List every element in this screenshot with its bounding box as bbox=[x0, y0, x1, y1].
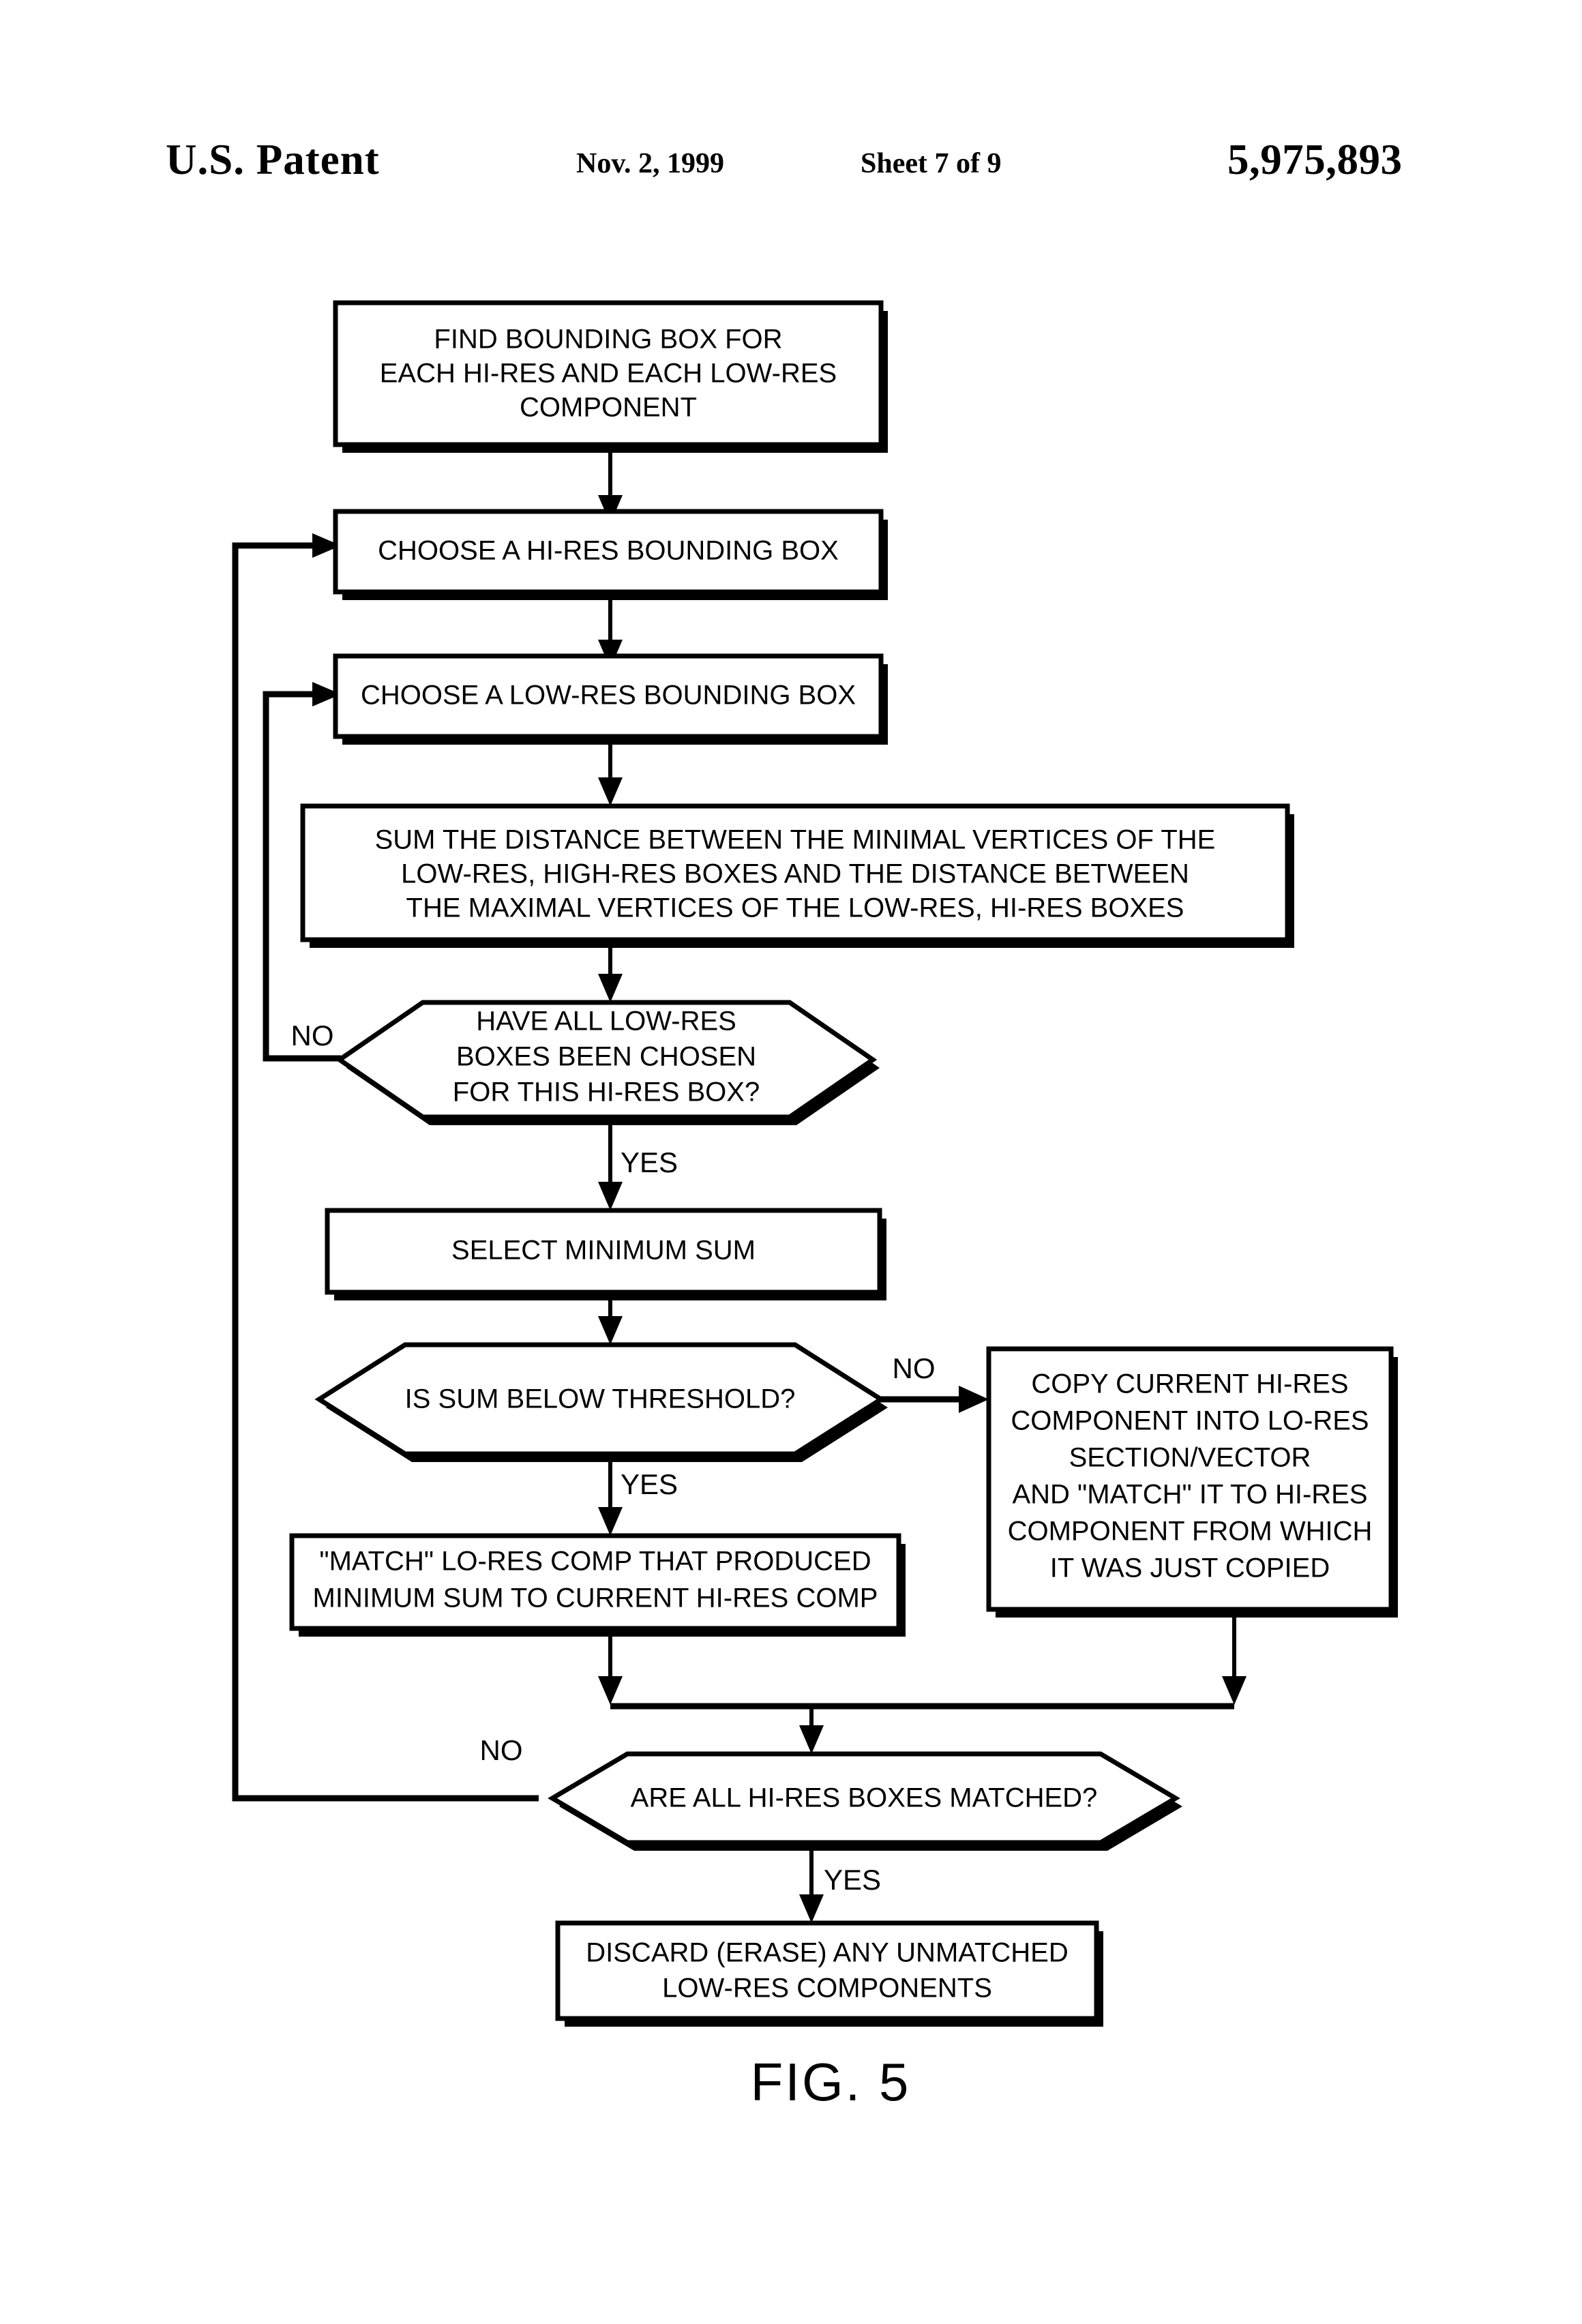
node-line: COMPONENT FROM WHICH bbox=[1008, 1517, 1373, 1547]
arrowhead-n3-n4 bbox=[598, 777, 623, 806]
arrowhead-n4-n5 bbox=[598, 974, 623, 1002]
edge-label-yes-select-min: YES bbox=[621, 1146, 678, 1178]
node-line: IS SUM BELOW THRESHOLD? bbox=[405, 1384, 796, 1414]
node-copy-current-hi-res-component[interactable]: COPY CURRENT HI-RES COMPONENT INTO LO-RE… bbox=[986, 1346, 1398, 1618]
arrowhead-n7-yes bbox=[598, 1507, 623, 1536]
patent-office-label: U.S. Patent bbox=[166, 136, 380, 183]
node-line: HAVE ALL LOW-RES bbox=[476, 1007, 736, 1037]
arrowhead-bus-n10 bbox=[799, 1725, 824, 1754]
node-box bbox=[325, 1208, 882, 1295]
patent-number: 5,975,893 bbox=[1227, 136, 1403, 183]
node-line: CHOOSE A HI-RES BOUNDING BOX bbox=[378, 536, 839, 566]
node-select-minimum-sum[interactable]: SELECT MINIMUM SUM bbox=[325, 1208, 886, 1300]
arrowhead-n10-yes bbox=[799, 1894, 824, 1923]
node-line: "MATCH" LO-RES COMP THAT PRODUCED bbox=[319, 1547, 871, 1577]
arrowhead-n9-merge bbox=[598, 1676, 623, 1705]
node-line: EACH HI-RES AND EACH LOW-RES bbox=[380, 359, 837, 389]
node-line: FOR THIS HI-RES BOX? bbox=[453, 1077, 760, 1107]
node-hexagon bbox=[314, 1342, 886, 1457]
edge-label-no-all-matched: NO bbox=[480, 1734, 523, 1766]
node-box bbox=[555, 1920, 1099, 2021]
node-line: MINIMUM SUM TO CURRENT HI-RES COMP bbox=[313, 1583, 878, 1613]
edge-n10-no-loop bbox=[232, 542, 539, 1802]
node-line: COPY CURRENT HI-RES bbox=[1031, 1369, 1348, 1399]
edge-label-yes-threshold: YES bbox=[621, 1468, 678, 1500]
node-line: COMPONENT INTO LO-RES bbox=[1011, 1406, 1369, 1436]
node-box bbox=[289, 1533, 901, 1631]
node-find-bounding-box[interactable]: FIND BOUNDING BOX FOR EACH HI-RES AND EA… bbox=[333, 300, 888, 453]
patent-date: Nov. 2, 1999 bbox=[576, 148, 725, 179]
node-choose-low-res-bounding-box[interactable]: CHOOSE A LOW-RES BOUNDING BOX bbox=[333, 653, 888, 745]
sheet-label: Sheet 7 of 9 bbox=[861, 148, 1002, 179]
figure-caption: FIG. 5 bbox=[751, 2052, 911, 2112]
arrowhead-n10-no-loop bbox=[312, 533, 341, 558]
node-box bbox=[333, 509, 884, 595]
arrowhead-n5-yes bbox=[598, 1182, 623, 1210]
node-line: ARE ALL HI-RES BOXES MATCHED? bbox=[631, 1783, 1098, 1813]
node-box bbox=[986, 1346, 1394, 1612]
edge-label-no-threshold: NO bbox=[893, 1352, 936, 1384]
node-are-all-hi-res-boxes-matched[interactable]: ARE ALL HI-RES BOXES MATCHED? bbox=[548, 1751, 1182, 1851]
edge-label-no-low-res-loop: NO bbox=[291, 1019, 334, 1052]
node-have-all-low-res-boxes-chosen[interactable]: HAVE ALL LOW-RES BOXES BEEN CHOSEN FOR T… bbox=[335, 1000, 880, 1125]
node-box bbox=[300, 803, 1290, 942]
node-box bbox=[333, 300, 884, 447]
node-discard-unmatched-low-res[interactable]: DISCARD (ERASE) ANY UNMATCHED LOW-RES CO… bbox=[555, 1920, 1103, 2027]
node-line: SUM THE DISTANCE BETWEEN THE MINIMAL VER… bbox=[375, 825, 1216, 855]
node-line: LOW-RES COMPONENTS bbox=[662, 1973, 992, 2003]
arrowhead-n5-no-loop bbox=[312, 682, 341, 706]
node-line: FIND BOUNDING BOX FOR bbox=[434, 325, 782, 355]
node-choose-hi-res-bounding-box[interactable]: CHOOSE A HI-RES BOUNDING BOX bbox=[333, 509, 888, 600]
node-line: THE MAXIMAL VERTICES OF THE LOW-RES, HI-… bbox=[406, 893, 1184, 923]
node-match-lo-res-comp[interactable]: "MATCH" LO-RES COMP THAT PRODUCED MINIMU… bbox=[289, 1533, 906, 1637]
connectors bbox=[232, 450, 1247, 1923]
node-line: AND "MATCH" IT TO HI-RES bbox=[1012, 1480, 1367, 1510]
node-line: DISCARD (ERASE) ANY UNMATCHED bbox=[586, 1938, 1069, 1968]
node-hexagon bbox=[335, 1000, 878, 1120]
node-line: CHOOSE A LOW-RES BOUNDING BOX bbox=[361, 681, 856, 711]
node-is-sum-below-threshold[interactable]: IS SUM BELOW THRESHOLD? bbox=[314, 1342, 888, 1462]
arrowhead-n6-n7 bbox=[598, 1316, 623, 1345]
node-sum-the-distance[interactable]: SUM THE DISTANCE BETWEEN THE MINIMAL VER… bbox=[300, 803, 1294, 948]
patent-header: U.S. Patent Nov. 2, 1999 Sheet 7 of 9 5,… bbox=[0, 135, 1582, 210]
node-line: SECTION/VECTOR bbox=[1069, 1443, 1311, 1473]
node-line: BOXES BEEN CHOSEN bbox=[456, 1042, 756, 1072]
arrowhead-n8-merge bbox=[1222, 1676, 1247, 1705]
edge-n5-no-loop bbox=[263, 691, 341, 1062]
node-line: COMPONENT bbox=[520, 393, 697, 423]
node-line: IT WAS JUST COPIED bbox=[1050, 1553, 1330, 1583]
node-line: LOW-RES, HIGH-RES BOXES AND THE DISTANCE… bbox=[401, 859, 1189, 889]
node-box bbox=[333, 653, 884, 739]
node-hexagon bbox=[548, 1751, 1180, 1845]
arrowhead-n7-no bbox=[959, 1386, 989, 1413]
edge-label-yes-all-matched: YES bbox=[824, 1864, 881, 1896]
node-line: SELECT MINIMUM SUM bbox=[451, 1236, 756, 1266]
